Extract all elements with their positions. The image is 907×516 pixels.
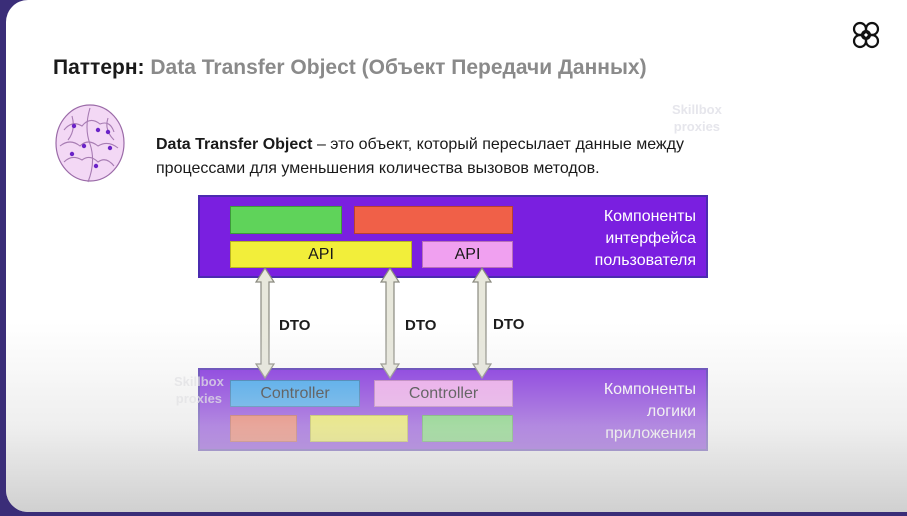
- dto-label: DTO: [279, 317, 311, 334]
- dto-label: DTO: [493, 316, 525, 333]
- app-logic-label: Компоненты логики приложения: [536, 379, 696, 445]
- dto-arrow-right: [471, 266, 493, 380]
- description-term: Data Transfer Object: [156, 136, 313, 153]
- watermark-line: Skillbox: [174, 374, 224, 389]
- orange-component-block: [354, 206, 513, 234]
- brain-illustration-icon: [55, 104, 125, 183]
- slide-title: Паттерн: Data Transfer Object (Объект Пе…: [53, 56, 647, 80]
- dto-arrow-middle: [379, 266, 401, 380]
- yellow-logic-block: [310, 415, 408, 442]
- api-block-left: API: [230, 241, 412, 268]
- label-line: приложения: [605, 425, 696, 442]
- watermark-line: proxies: [673, 119, 721, 134]
- title-subject: Data Transfer Object (Объект Передачи Да…: [150, 56, 647, 79]
- label-line: логики: [646, 403, 696, 420]
- api-label: API: [308, 246, 334, 263]
- dto-arrow-left: [254, 266, 276, 380]
- controller-label: Controller: [408, 385, 479, 402]
- dto-label: DTO: [405, 317, 437, 334]
- description-line2: процессами для уменьшения количества выз…: [156, 160, 600, 177]
- slide: Паттерн: Data Transfer Object (Объект Пе…: [6, 0, 907, 512]
- label-line: Компоненты: [603, 208, 696, 225]
- watermark: Skillbox proxies: [672, 101, 722, 135]
- controller-label: Controller: [260, 385, 330, 402]
- skillbox-logo-icon: [852, 21, 880, 49]
- label-line: Компоненты: [603, 381, 696, 398]
- watermark-line: proxies: [175, 391, 223, 406]
- controller-block-right: Controller: [374, 380, 513, 407]
- orange-logic-block: [230, 415, 297, 442]
- title-prefix: Паттерн:: [53, 56, 145, 79]
- ui-components-label: Компоненты интерфейса пользователя: [536, 206, 696, 272]
- watermark-overlay: Skillbox proxies: [174, 373, 224, 407]
- ui-components-panel: API API Компоненты интерфейса пользовате…: [198, 195, 708, 278]
- api-label: API: [454, 246, 481, 263]
- app-logic-panel: Controller Controller Компоненты логики …: [198, 368, 708, 451]
- description-text: Data Transfer Object – это объект, котор…: [156, 133, 776, 181]
- description-line1: – это объект, который пересылает данные …: [312, 136, 684, 153]
- green-component-block: [230, 206, 342, 234]
- green-logic-block: [422, 415, 513, 442]
- controller-block-left: Controller: [230, 380, 360, 407]
- label-line: пользователя: [594, 252, 696, 269]
- label-line: интерфейса: [605, 230, 696, 247]
- watermark-line: Skillbox: [672, 102, 722, 117]
- api-block-right: API: [422, 241, 513, 268]
